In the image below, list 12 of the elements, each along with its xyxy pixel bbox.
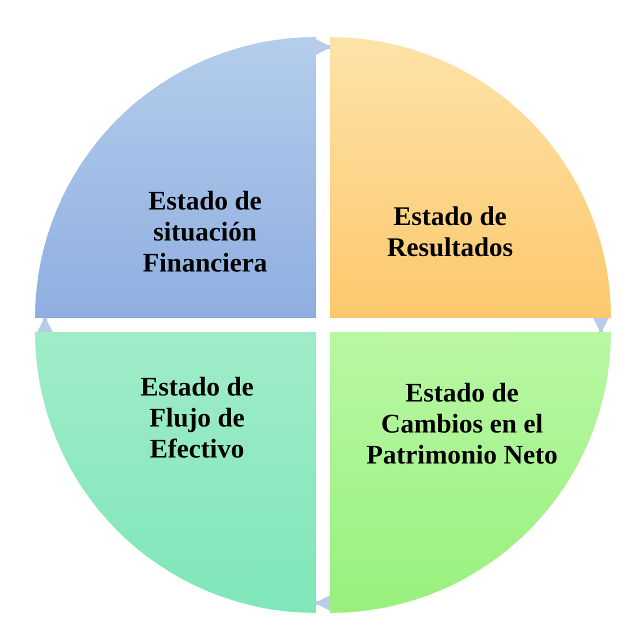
arrow bbox=[37, 316, 53, 332]
quarter-circle-segment bbox=[35, 37, 316, 318]
segment-label: Estado de Cambios en el Patrimonio Neto bbox=[365, 378, 559, 470]
segment-label: Estado de Resultados bbox=[386, 201, 514, 263]
quarter-circle-segment bbox=[330, 37, 611, 318]
segment-label: Estado de Flujo de Efectivo bbox=[139, 372, 255, 464]
quarter-circle-segment bbox=[35, 332, 316, 613]
arrow bbox=[314, 595, 330, 611]
quarter-circle-segment bbox=[330, 332, 611, 613]
segment-label: Estado de situación Financiera bbox=[142, 186, 268, 278]
arrow bbox=[316, 39, 332, 55]
arrow bbox=[593, 318, 609, 334]
